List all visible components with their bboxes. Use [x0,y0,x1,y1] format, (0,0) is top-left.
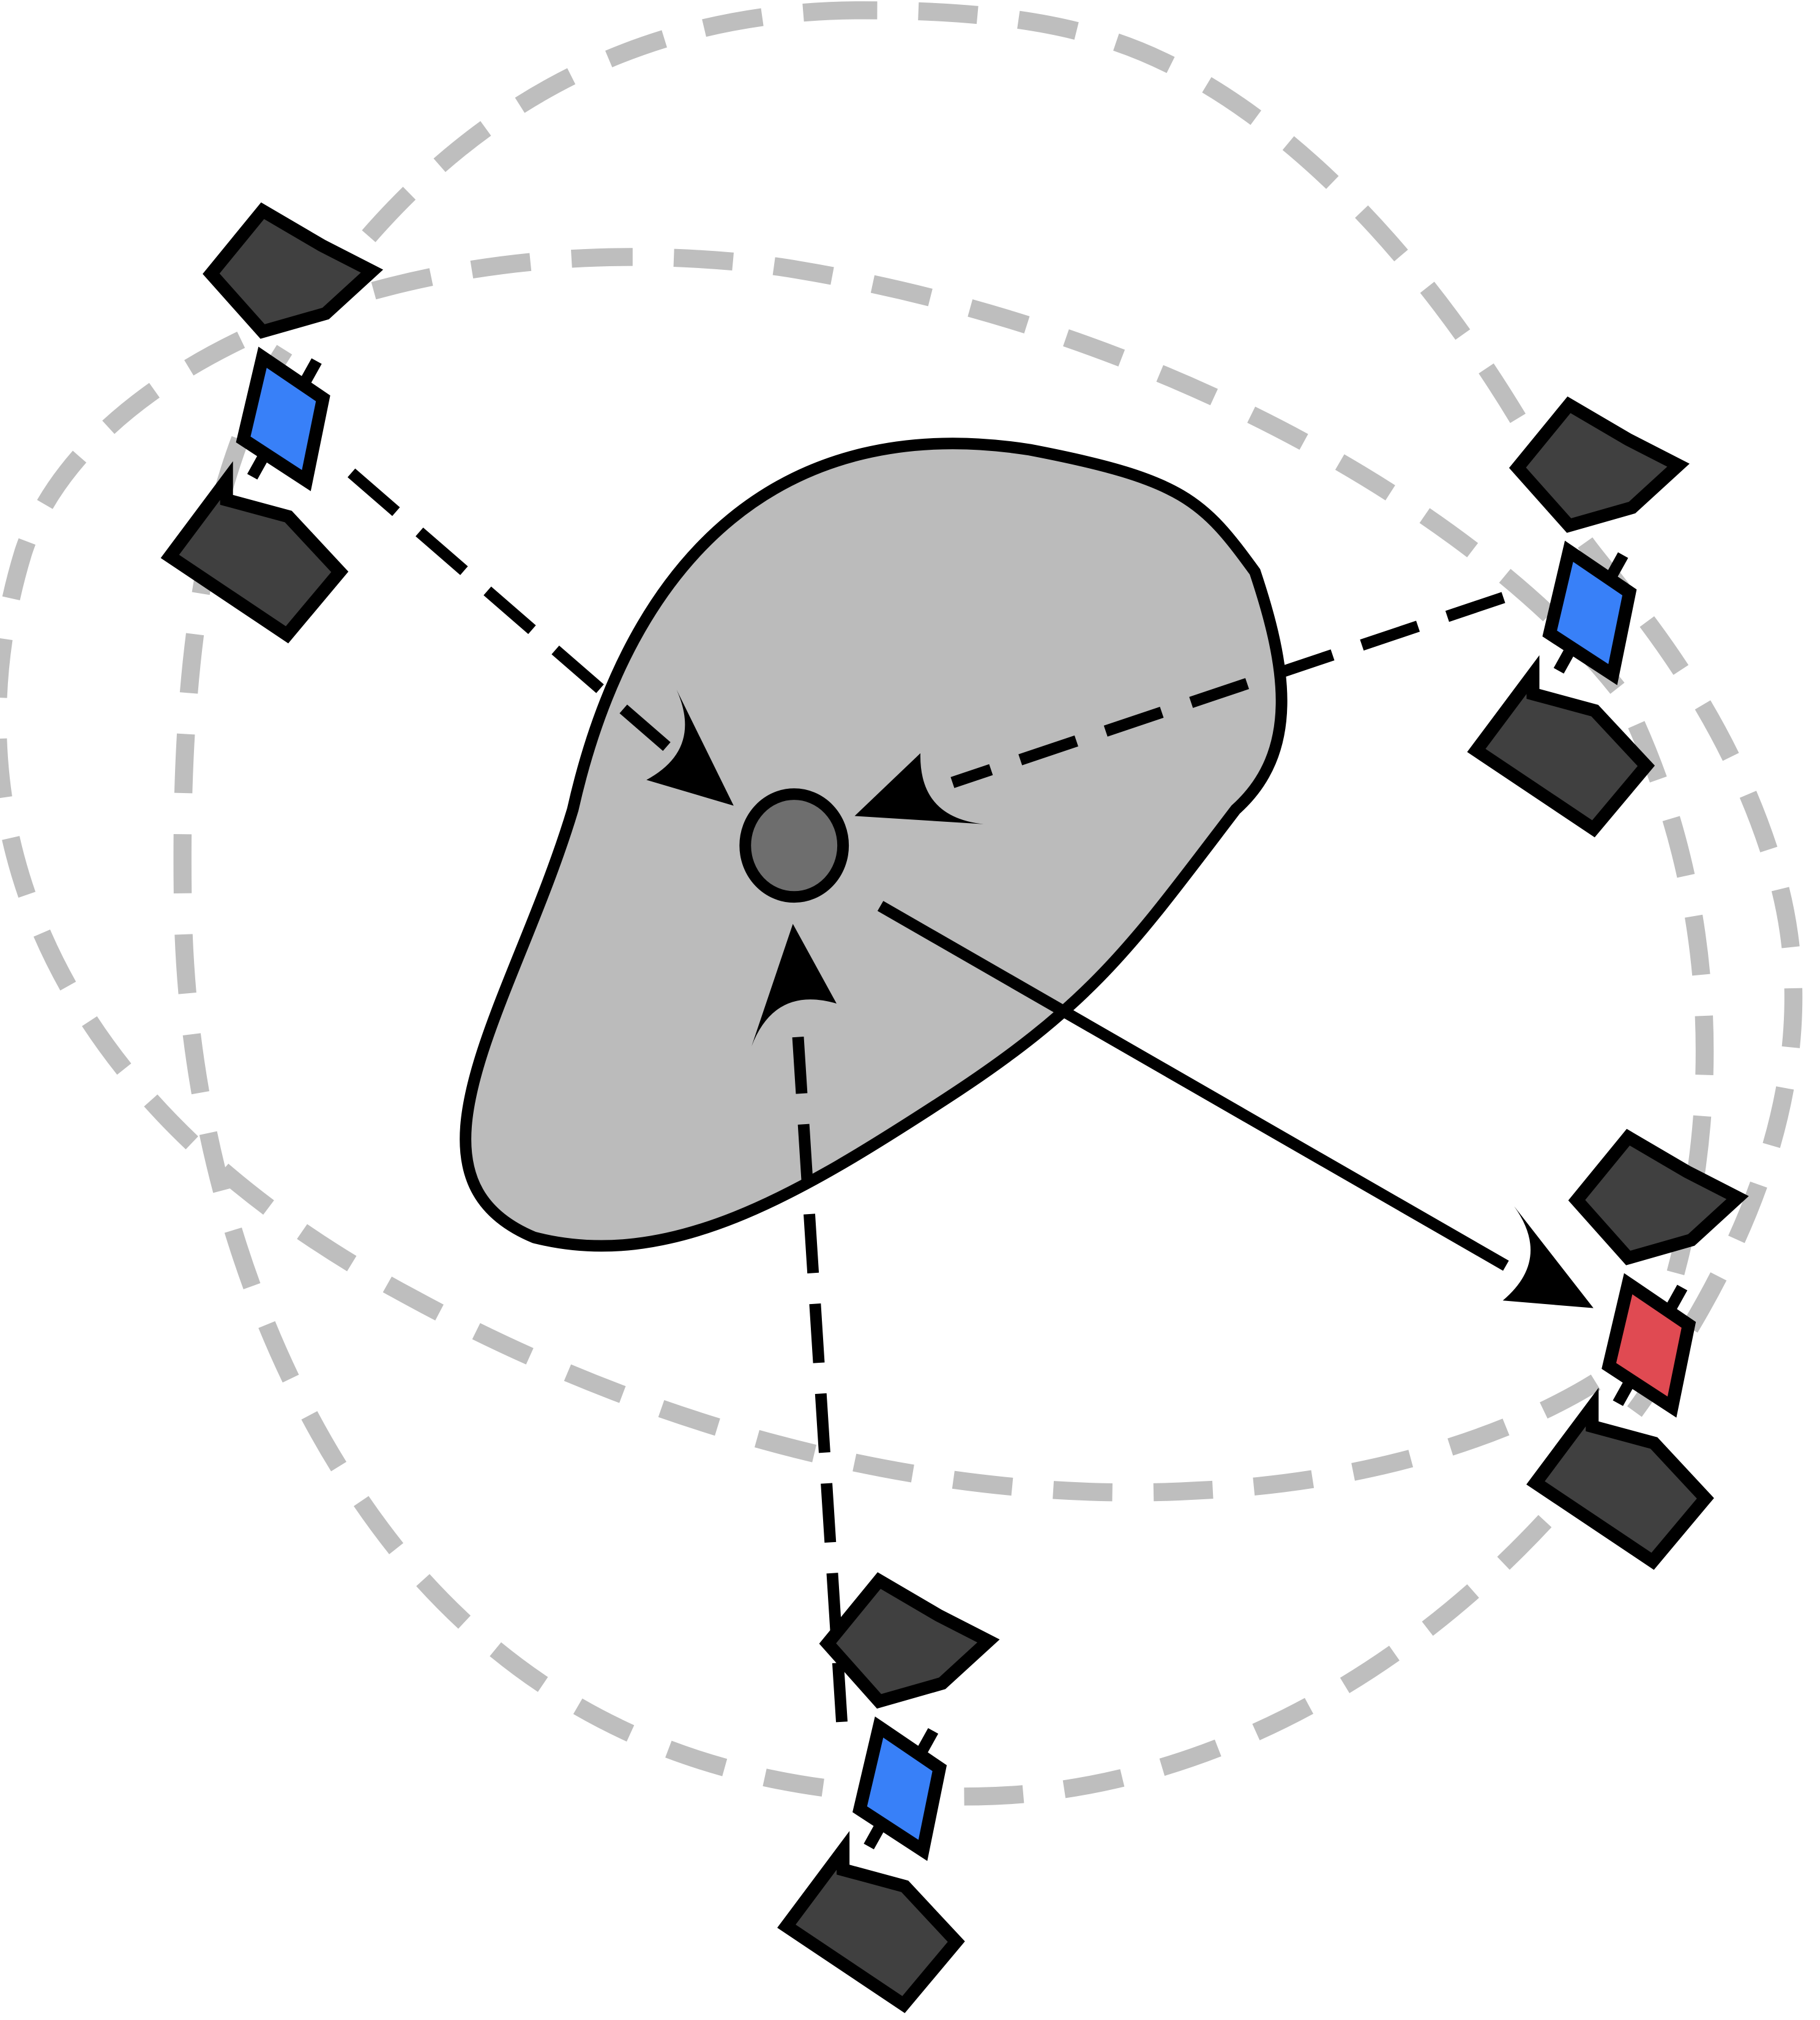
satellite-lower-right [1535,1137,1737,1561]
satellite-upper-left [170,211,372,635]
link-target-to-lower-right [877,901,1509,1271]
target-point [739,788,849,903]
link-upper-left-to-target [347,468,671,751]
satellite-right [1476,404,1678,829]
central-region [460,438,1288,1252]
link-right-to-target [950,592,1505,788]
link-bottom-to-target [792,1036,848,1723]
orbit-wide-ellipse [0,248,1714,1502]
